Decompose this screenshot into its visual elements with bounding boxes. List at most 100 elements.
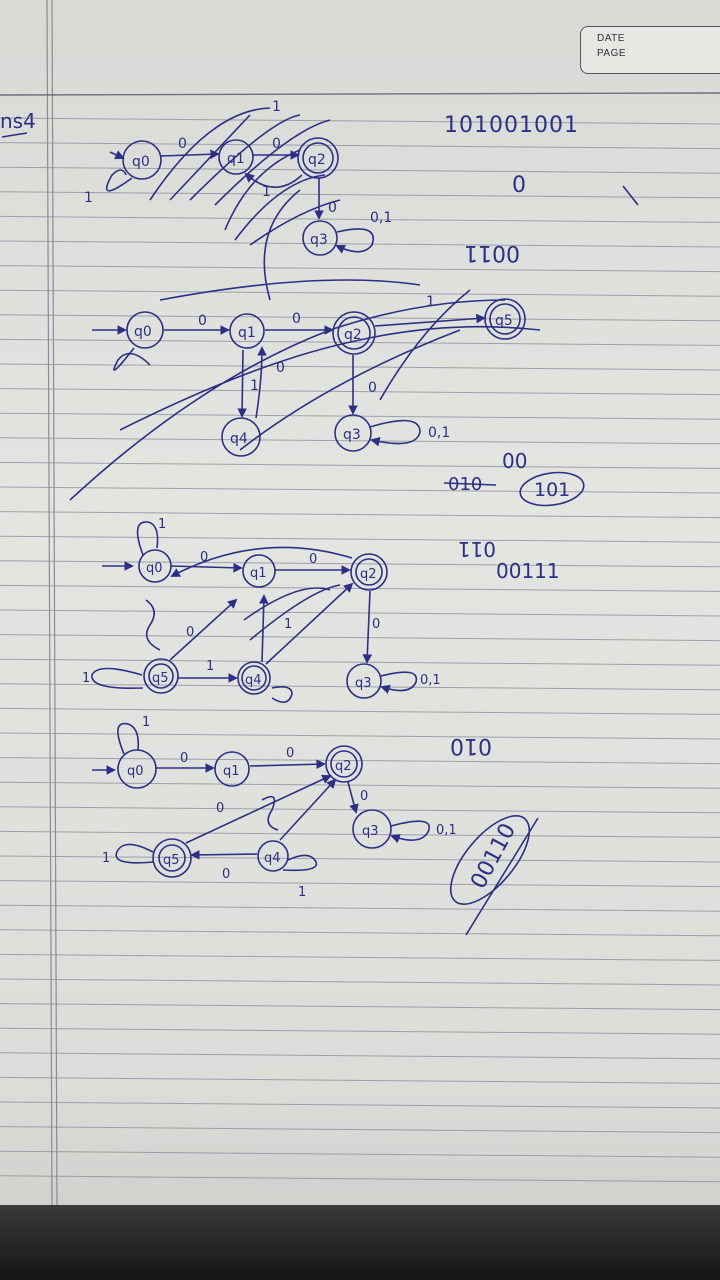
- ruled-line: [0, 634, 720, 642]
- ruled-line: [0, 1076, 720, 1084]
- dfa4-state-q2: q2: [335, 759, 352, 774]
- dfa1-state-q0: q0: [132, 154, 150, 170]
- dfa3-label-q3-loop: 0,1: [420, 673, 441, 688]
- dfa1-label-q2-q1: 1: [262, 184, 271, 200]
- strike-line: [443, 482, 497, 486]
- ruled-line: [0, 1003, 720, 1011]
- dfa4-label-q0-q1: 0: [180, 751, 188, 766]
- dfa4-state-q1: q1: [223, 764, 240, 779]
- dfa3-label-q5-q0: 0: [186, 625, 194, 640]
- ruled-line: [0, 978, 720, 986]
- ruled-line: [0, 215, 720, 223]
- note-zero: 0: [512, 173, 526, 198]
- ruled-line: [0, 142, 720, 150]
- ruled-line: [0, 880, 720, 888]
- dfa4-label-q4-loop: 1: [298, 885, 306, 900]
- note-circled-00110: 00110: [466, 820, 521, 894]
- ruled-line: [0, 830, 720, 838]
- ruled-line: [0, 683, 720, 691]
- ruled-line: [0, 953, 720, 961]
- dfa2-label-q1-q2: 0: [292, 311, 301, 327]
- ruled-line: [0, 388, 720, 396]
- dfa4-label-q5-loop: 1: [102, 851, 110, 866]
- ruled-line: [0, 1150, 720, 1158]
- circle-mark-2: [449, 815, 531, 905]
- circle-mark: [519, 471, 585, 507]
- ruled-line: [0, 609, 720, 617]
- dfa4-label-q5-q2: 0: [216, 801, 224, 816]
- ruled-line: [0, 117, 720, 125]
- dfa3-state-q3: q3: [355, 676, 372, 691]
- dfa1-label-q0-loop: 1: [84, 190, 93, 206]
- ruled-line: [0, 1027, 720, 1035]
- dfa1-label-q2-q0: 1: [272, 99, 281, 115]
- note-011: 011: [458, 537, 496, 561]
- note-circled-101: 101: [534, 479, 570, 501]
- ruled-line: [0, 904, 720, 912]
- dfa3-label-q2-q3: 0: [372, 617, 380, 632]
- dfa3-label-q5-q4: 1: [206, 659, 214, 674]
- dfa2-label-q2-q5: 1: [426, 294, 435, 310]
- ruled-line: [0, 191, 720, 199]
- desk-shadow: [0, 1205, 720, 1280]
- dfa4-label-q1-q2: 0: [286, 746, 294, 761]
- ruled-line: [0, 560, 720, 568]
- margin-note: ns4: [0, 109, 36, 133]
- dfa3-label-q4-q2: 1: [284, 617, 292, 632]
- dfa4-state-q4: q4: [264, 851, 281, 866]
- dfa1-label-q3-loop: 0,1: [370, 210, 392, 226]
- ruled-line: [0, 658, 720, 666]
- dfa-4: [92, 722, 430, 878]
- top-rule: [0, 92, 720, 96]
- ruled-line: [0, 1126, 720, 1134]
- ruled-line: [0, 437, 720, 445]
- dfa3-label-q1-q2: 0: [309, 552, 317, 567]
- ruled-line: [0, 461, 720, 469]
- dfa3-state-q4: q4: [245, 673, 262, 688]
- dfa1-label-q2-q3: 0: [328, 200, 337, 216]
- dfa3-label-q0-loop: 1: [158, 517, 166, 532]
- dfa2-label-q4-q2: 0: [276, 360, 285, 376]
- dfa2-state-q1: q1: [238, 325, 256, 341]
- dfa-1: [106, 107, 374, 301]
- dfa2-state-q2: q2: [344, 327, 362, 343]
- stray-tick: [622, 185, 639, 206]
- dfa4-label-q2-q3: 0: [360, 789, 368, 804]
- dfa3-state-q0: q0: [146, 561, 163, 576]
- note-010: 010: [450, 733, 492, 758]
- ruled-line: [0, 1052, 720, 1060]
- ruled-line: [0, 1175, 720, 1183]
- margin-line-2: [51, 0, 58, 1206]
- dfa2-state-q3: q3: [343, 427, 361, 443]
- ruled-line: [0, 929, 720, 937]
- ruled-line: [0, 757, 720, 765]
- ruled-line: [0, 1101, 720, 1109]
- date-page-box: DATE PAGE: [580, 26, 720, 74]
- dfa1-label-q1-q2: 0: [272, 136, 281, 152]
- margin-line: [46, 0, 53, 1206]
- ruled-line: [0, 265, 720, 273]
- dfa2-state-q5: q5: [495, 313, 513, 329]
- dfa4-label-q4-q5: 0: [222, 867, 230, 882]
- dfa3-label-q0-q1: 0: [200, 550, 208, 565]
- ruled-line: [0, 707, 720, 715]
- dfa4-label-q0-loop: 1: [142, 715, 150, 730]
- dfa3-state-q5: q5: [152, 671, 169, 686]
- dfa1-state-q1: q1: [227, 151, 245, 167]
- dfa2-state-q0: q0: [134, 324, 152, 340]
- dfa2-label-q0-q1: 0: [198, 313, 207, 329]
- ruled-line: [0, 732, 720, 740]
- dfa1-state-q2: q2: [308, 152, 326, 168]
- page-label: PAGE: [597, 48, 627, 59]
- dfa4-label-q3-loop: 0,1: [436, 823, 457, 838]
- dfa4-state-q5: q5: [163, 853, 180, 868]
- strike-line-2: [465, 817, 539, 936]
- dfa2-label-q3-loop: 0,1: [428, 425, 450, 441]
- dfa-2: [69, 279, 541, 501]
- dfa-3: [91, 521, 418, 703]
- ruled-line: [0, 855, 720, 863]
- note-00: 00: [502, 449, 527, 473]
- ruled-line: [0, 240, 720, 248]
- ruled-line: [0, 289, 720, 297]
